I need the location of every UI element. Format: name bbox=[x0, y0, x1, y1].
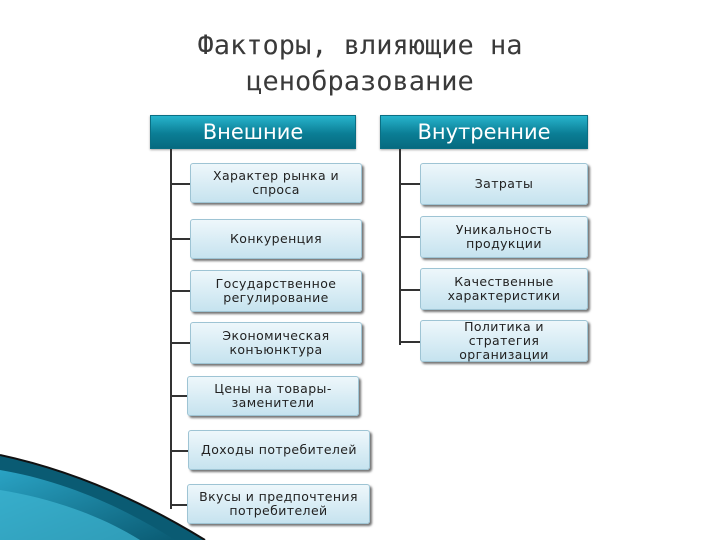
external-factor-box: Цены на товары-заменители bbox=[187, 376, 359, 416]
external-factor-box: Доходы потребителей bbox=[188, 430, 370, 470]
external-branch-line bbox=[170, 342, 192, 344]
external-factor-box: Экономическая конъюнктура bbox=[190, 322, 362, 364]
external-factors-header: Внешние bbox=[150, 115, 356, 149]
external-factor-box: Характер рынка и спроса bbox=[190, 163, 362, 203]
external-factor-box: Конкуренция bbox=[190, 219, 362, 259]
external-factor-box: Государственное регулирование bbox=[190, 270, 362, 312]
external-branch-line bbox=[170, 238, 192, 240]
external-branch-line bbox=[170, 290, 192, 292]
internal-factor-box: Качественные характеристики bbox=[420, 268, 588, 310]
slide-title: Факторы, влияющие на ценобразование bbox=[197, 30, 523, 97]
external-branch-line bbox=[170, 504, 188, 506]
internal-factors-header: Внутренние bbox=[380, 115, 588, 149]
internal-factor-box: Затраты bbox=[420, 163, 588, 205]
external-trunk-line bbox=[170, 149, 172, 509]
external-factor-box: Вкусы и предпочтения потребителей bbox=[187, 484, 370, 524]
internal-trunk-line bbox=[399, 149, 401, 345]
external-branch-line bbox=[170, 395, 188, 397]
internal-branch-line bbox=[399, 289, 421, 291]
external-branch-line bbox=[170, 450, 190, 452]
internal-factor-box: Политика и стратегия организации bbox=[420, 320, 588, 362]
internal-branch-line bbox=[399, 341, 421, 343]
internal-factor-box: Уникальность продукции bbox=[420, 216, 588, 258]
internal-branch-line bbox=[399, 183, 421, 185]
external-branch-line bbox=[170, 183, 192, 185]
internal-branch-line bbox=[399, 236, 421, 238]
